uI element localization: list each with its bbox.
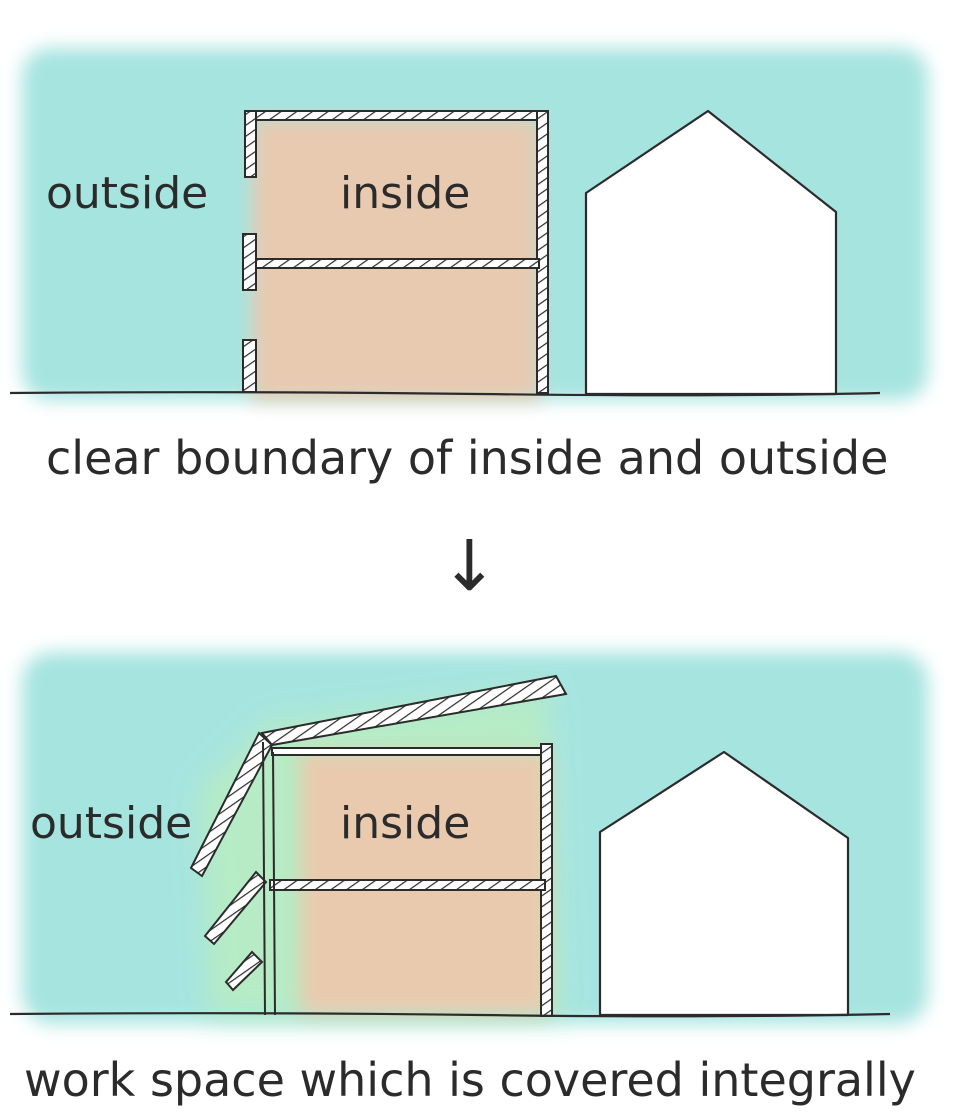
bottom-inner-roof-slab: [271, 747, 549, 756]
top-caption: clear boundary of inside and outside: [46, 431, 888, 485]
top-outside-label: outside: [46, 168, 208, 219]
bottom-left-post: [262, 741, 266, 1016]
bottom-outside-label: outside: [30, 798, 192, 849]
transition-arrow: ↓: [440, 525, 499, 607]
top-panel: outside inside clear boundary of inside …: [9, 48, 928, 485]
top-left-wall-middle: [242, 233, 257, 291]
bottom-outer-louver-lower: [224, 950, 264, 992]
top-left-wall-lower: [242, 339, 257, 393]
top-roof-slab: [244, 110, 548, 121]
bottom-building: [189, 674, 568, 1017]
bottom-outer-louver-upper: [189, 731, 274, 878]
bottom-inner-post: [272, 751, 276, 1016]
bottom-ground-line: [9, 1012, 891, 1018]
top-inside-label: inside: [340, 168, 470, 219]
top-right-wall: [536, 110, 549, 394]
bottom-caption: work space which is covered integrally: [24, 1053, 916, 1107]
bottom-panel: outside inside work space which is cover…: [9, 652, 928, 1107]
top-mid-floor-slab: [255, 258, 540, 269]
bottom-outer-louver-middle: [203, 870, 268, 946]
top-ground-line: [9, 391, 881, 397]
top-left-wall-upper: [244, 110, 257, 178]
bottom-mid-floor-slab: [269, 879, 546, 891]
bottom-inside-label: inside: [340, 798, 470, 849]
